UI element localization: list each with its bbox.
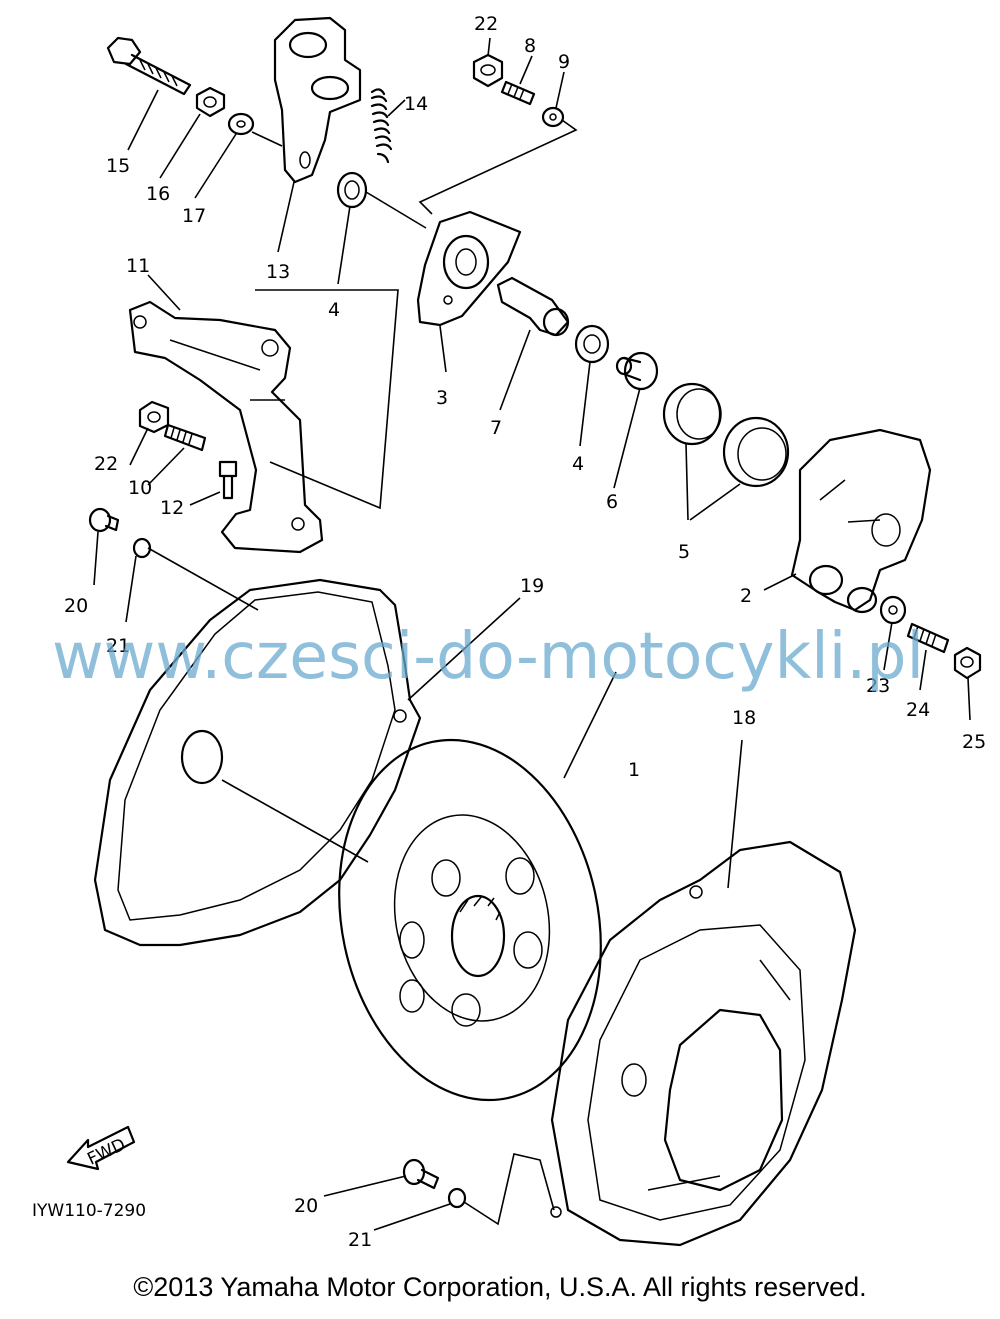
bolt-part (106, 36, 192, 96)
part-label-25: 25 (962, 731, 986, 753)
part-label-13: 13 (266, 261, 290, 283)
part-label-10: 10 (128, 477, 152, 499)
part-number-labels: 1 2 3 4 4 5 6 7 8 9 10 11 12 13 14 15 16… (64, 13, 986, 1251)
part-label-21-lower: 21 (348, 1229, 372, 1251)
part-label-1: 1 (628, 759, 640, 781)
part-label-15: 15 (106, 155, 130, 177)
mounting-bracket-part (128, 300, 324, 554)
bolt-part (88, 507, 120, 533)
part-label-3: 3 (436, 387, 448, 409)
brake-backing-plate-part (550, 840, 857, 1247)
cam-bracket-plate-part (416, 210, 522, 327)
return-spring-part (370, 88, 393, 164)
bolt-part (218, 460, 238, 500)
nut-part (472, 53, 504, 88)
part-label-14: 14 (404, 93, 428, 115)
part-label-16: 16 (146, 183, 170, 205)
part-label-20-lower: 20 (294, 1195, 318, 1217)
part-label-18: 18 (732, 707, 756, 729)
nut-part (138, 400, 170, 434)
nut-part (195, 86, 226, 118)
circlip-part (447, 1187, 467, 1209)
fwd-marker-label: FWD (84, 1135, 128, 1170)
part-label-9: 9 (558, 51, 570, 73)
piston-cup-part (662, 382, 722, 446)
washer-part (541, 106, 565, 128)
forward-direction-arrow-icon: FWD (66, 1125, 136, 1171)
part-label-8: 8 (524, 35, 536, 57)
bolt-part (906, 622, 950, 654)
pin-part (615, 351, 659, 391)
bolt-part (402, 1158, 440, 1190)
brake-cover-part (93, 578, 422, 947)
oil-seal-part (336, 171, 368, 209)
bolt-part (163, 423, 207, 452)
brake-camshaft-part (496, 276, 570, 337)
bolt-part (500, 80, 536, 106)
part-label-22-upper: 22 (474, 13, 498, 35)
part-label-6: 6 (606, 491, 618, 513)
brake-disc-part (338, 738, 602, 1102)
washer-part (227, 112, 255, 136)
circlip-part (132, 537, 152, 559)
part-label-4-lower: 4 (572, 453, 584, 475)
part-label-23: 23 (866, 675, 890, 697)
oil-seal-part (574, 324, 610, 364)
leader-lines (93, 37, 971, 1231)
part-label-7: 7 (490, 417, 502, 439)
washer-part (879, 595, 907, 625)
nut-part (953, 646, 982, 680)
part-label-12: 12 (160, 497, 184, 519)
part-label-24: 24 (906, 699, 930, 721)
part-label-17: 17 (182, 205, 206, 227)
brake-cam-lever-part (273, 16, 362, 184)
part-label-22-lower: 22 (94, 453, 118, 475)
part-label-19: 19 (520, 575, 544, 597)
watermark-url: www.czesci-do-motocykli.pl (52, 620, 924, 694)
copyright-notice: ©2013 Yamaha Motor Corporation, U.S.A. A… (133, 1272, 867, 1302)
part-label-4-upper: 4 (328, 299, 340, 321)
part-label-5: 5 (678, 541, 690, 563)
part-label-20-upper: 20 (64, 595, 88, 617)
part-label-21-upper: 21 (106, 635, 130, 657)
brake-caliper-part (790, 428, 932, 614)
drawing-code: IYW110-7290 (32, 1201, 146, 1221)
part-label-2: 2 (740, 585, 752, 607)
part-label-11: 11 (126, 255, 150, 277)
piston-cup-part (722, 416, 790, 488)
